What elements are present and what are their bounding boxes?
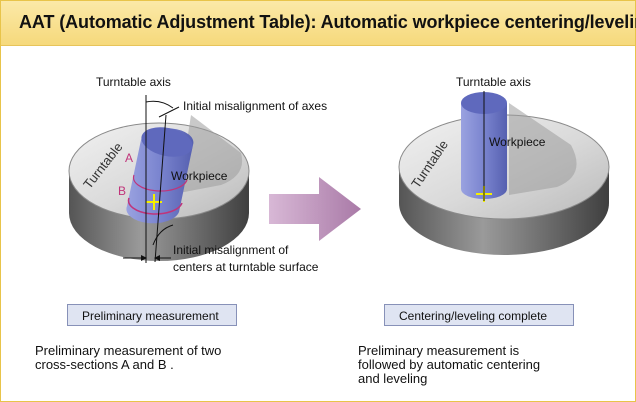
centering-complete-step-box: Centering/leveling complete bbox=[384, 304, 574, 326]
left-workpiece-label: Workpiece bbox=[171, 169, 228, 183]
left-workpiece bbox=[126, 127, 194, 224]
title-banner: AAT (Automatic Adjustment Table): Automa… bbox=[1, 1, 636, 46]
misalignment-of-centers-label-line1: Initial misalignment of bbox=[173, 243, 289, 257]
right-description-line3: and leveling bbox=[358, 371, 428, 386]
left-description: Preliminary measurement of two cross-sec… bbox=[35, 344, 221, 372]
left-turntable-axis-label: Turntable axis bbox=[96, 75, 171, 89]
right-description-line2: followed by automatic centering bbox=[358, 357, 541, 372]
right-workpiece-label: Workpiece bbox=[489, 135, 546, 149]
right-turntable-axis-label: Turntable axis bbox=[456, 75, 531, 89]
left-description-line2: cross-sections A and B . bbox=[35, 357, 174, 372]
section-b-label: B bbox=[118, 184, 127, 198]
diagram-illustration bbox=[68, 91, 610, 263]
section-a-label: A bbox=[125, 151, 134, 165]
page-title: AAT (Automatic Adjustment Table): Automa… bbox=[19, 12, 636, 32]
left-annotations bbox=[123, 95, 180, 263]
left-description-line1: Preliminary measurement of two bbox=[35, 343, 222, 358]
right-description: Preliminary measurement is followed by a… bbox=[358, 344, 540, 386]
misalignment-of-centers-label-line2: centers at turntable surface bbox=[173, 260, 319, 274]
misalignment-of-axes-label: Initial misalignment of axes bbox=[183, 99, 328, 113]
right-description-line1: Preliminary measurement is bbox=[358, 343, 520, 358]
preliminary-measurement-step-box: Preliminary measurement bbox=[67, 304, 237, 326]
process-arrow bbox=[269, 177, 361, 241]
